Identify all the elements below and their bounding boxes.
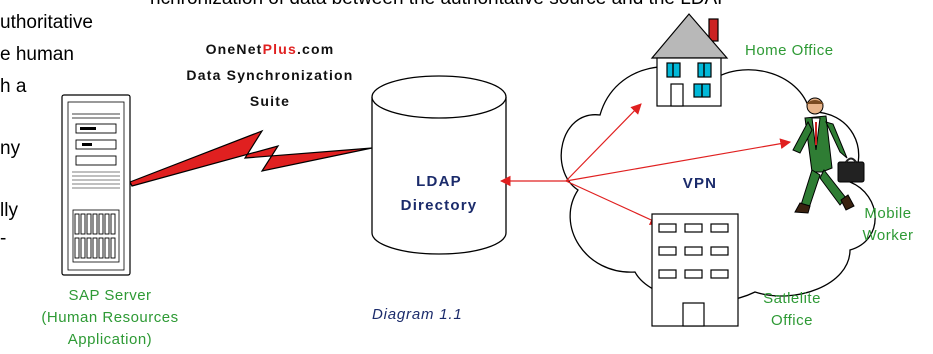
home-office-house-icon	[650, 13, 729, 107]
background-text-line-6: -	[0, 228, 7, 249]
home-office-label: Home Office	[745, 42, 834, 59]
mobile-worker-label: Mobile Worker	[843, 203, 933, 247]
suite-title: OneNetPlus.com Data Synchronization Suit…	[150, 36, 390, 114]
mobile-worker-figure-icon	[792, 97, 865, 214]
ldap-cylinder	[371, 75, 507, 255]
sap-server-label-line-1: SAP Server	[68, 287, 152, 304]
satellite-office-label: Satlelite Office	[752, 288, 832, 332]
background-text-line-3: h a	[0, 76, 27, 97]
arrow-to-satellite-office	[565, 180, 661, 225]
sap-server-icon	[61, 94, 131, 276]
arrow-to-home-office	[565, 103, 642, 182]
suite-brand-suffix: .com	[296, 41, 335, 57]
ldap-label-line-2: Directory	[400, 197, 478, 214]
background-text-top: nchronization of data between the author…	[150, 0, 730, 10]
satellite-office-label-line-1: Satlelite	[763, 290, 821, 307]
sap-server-label-line-2: (Human Resources	[41, 309, 179, 326]
connection-arrows	[499, 103, 792, 225]
background-text-line-5: lly	[0, 200, 18, 221]
satellite-office-label-line-2: Office	[771, 312, 813, 329]
arrow-to-mobile-worker	[565, 138, 792, 182]
mobile-worker-label-line-2: Worker	[862, 227, 914, 244]
suite-brand-prefix: OneNet	[205, 41, 263, 57]
vpn-cloud	[560, 65, 876, 303]
suite-line-3: Suite	[249, 93, 291, 109]
background-text-line-1: uthoritative	[0, 12, 93, 33]
sap-server-label: SAP Server (Human Resources Application)	[0, 285, 220, 351]
suite-line-2: Data Synchronization	[186, 67, 354, 83]
background-text-line-2: e human	[0, 44, 74, 65]
suite-brand-highlight: Plus	[262, 41, 297, 57]
ldap-label: LDAP Directory	[389, 170, 489, 218]
sap-server-label-line-3: Application)	[67, 331, 153, 348]
ldap-label-line-1: LDAP	[416, 173, 462, 190]
mobile-worker-label-line-1: Mobile	[864, 205, 912, 222]
satellite-office-building-icon	[651, 213, 739, 327]
vpn-label: VPN	[682, 175, 718, 192]
suite-brand: OneNetPlus.com	[150, 36, 390, 62]
lightning-bolt-link	[129, 129, 373, 187]
background-text-line-4: ny	[0, 138, 21, 159]
diagram-caption: Diagram 1.1	[372, 306, 463, 323]
